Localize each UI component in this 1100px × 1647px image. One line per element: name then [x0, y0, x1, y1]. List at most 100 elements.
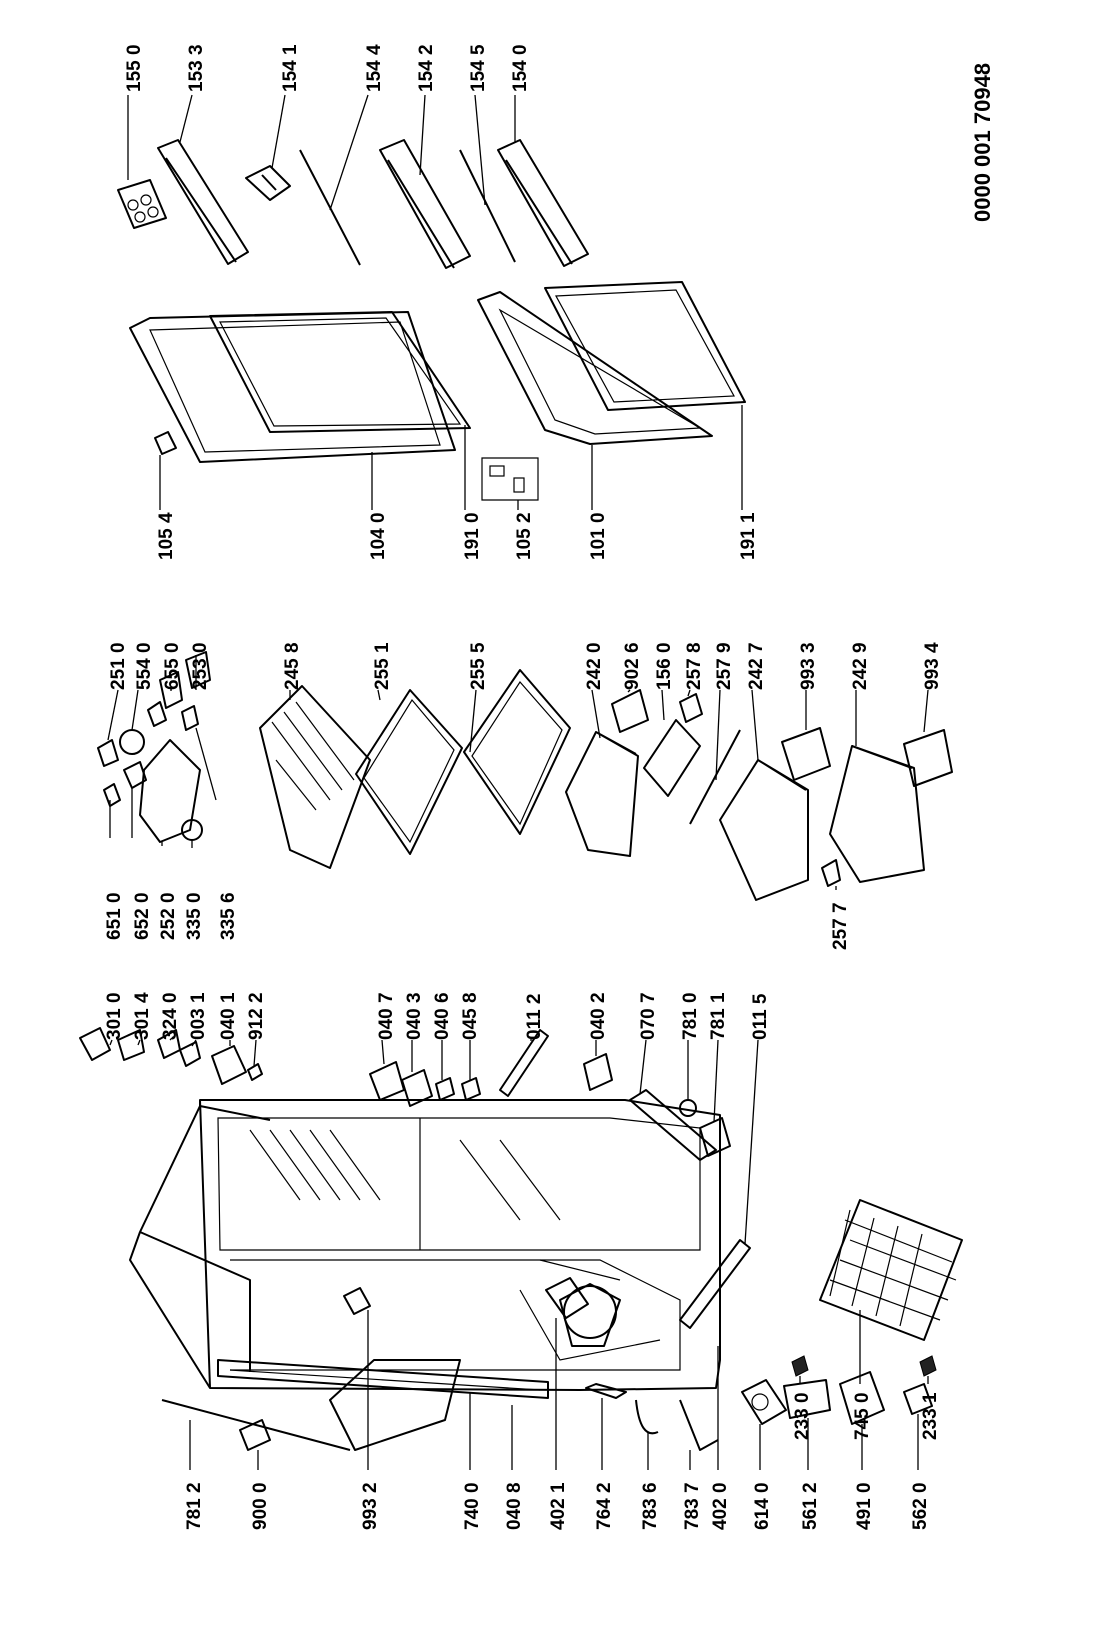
label-040-6: 040 6	[432, 992, 453, 1040]
shelf-rod-154-5	[459, 149, 516, 263]
label-902-6: 902 6	[622, 642, 643, 690]
shelf-rod-154-4	[299, 149, 361, 266]
label-324-0: 324 0	[160, 992, 181, 1040]
label-191-0: 191 0	[462, 512, 483, 560]
switch-cap-253	[185, 651, 211, 689]
glass-shelf-255-5	[463, 669, 571, 835]
crisper-drawer-242-7	[719, 759, 809, 901]
label-101-0: 101 0	[588, 512, 609, 560]
label-561-2: 561 2	[800, 1482, 821, 1530]
label-154-0: 154 0	[510, 44, 531, 92]
label-252-0: 252 0	[158, 892, 179, 940]
light-cover-251	[97, 739, 119, 767]
upper-door	[129, 311, 456, 463]
freezer-box-242-0	[565, 731, 639, 857]
cabinet-body	[129, 1099, 721, 1391]
doors-group	[129, 281, 746, 510]
cabinet-group	[79, 1027, 759, 1451]
hinge-cap	[154, 431, 177, 455]
hinge-301-0	[79, 1027, 111, 1061]
label-040-2: 040 2	[588, 992, 609, 1040]
label-242-0: 242 0	[584, 642, 605, 690]
lower-door	[477, 291, 713, 445]
label-912-2: 912 2	[246, 992, 267, 1040]
label-153-3: 153 3	[186, 44, 207, 92]
label-257-8: 257 8	[684, 642, 705, 690]
label-257-9: 257 9	[714, 642, 735, 690]
label-105-4: 105 4	[156, 512, 177, 560]
shelves-group	[97, 651, 953, 901]
strip-011-2	[499, 1029, 549, 1097]
label-783-6: 783 6	[640, 1482, 661, 1530]
label-402-1: 402 1	[548, 1482, 569, 1530]
label-251-0: 251 0	[108, 642, 129, 690]
bushing-003-1	[179, 1041, 201, 1067]
label-257-7: 257 7	[830, 902, 851, 950]
drain-tube	[161, 1399, 351, 1451]
upper-door-gasket	[209, 311, 471, 433]
compressor-relay-614	[741, 1379, 787, 1425]
hinge-040-7	[369, 1061, 405, 1101]
clip-781-0	[679, 1099, 697, 1117]
label-070-7: 070 7	[638, 992, 659, 1040]
label-562-0: 562 0	[910, 1482, 931, 1530]
protector-561-2	[783, 1379, 831, 1419]
thermostat-sensor	[343, 1287, 371, 1315]
label-255-5: 255 5	[468, 642, 489, 690]
lower-door-gasket	[544, 281, 746, 411]
label-154-2: 154 2	[416, 44, 437, 92]
label-154-1: 154 1	[280, 44, 301, 92]
switch-655	[159, 671, 183, 709]
label-781-1: 781 1	[708, 992, 729, 1040]
pin-045-8	[461, 1077, 481, 1101]
label-993-3: 993 3	[798, 642, 819, 690]
bottle-holder	[245, 165, 291, 201]
label-335-6: 335 6	[218, 892, 239, 940]
tube-783-6	[635, 1399, 659, 1435]
label-105-2: 105 2	[514, 512, 535, 560]
clip-257-7	[821, 859, 841, 887]
door-shelf-153-3	[157, 139, 249, 265]
label-740-0: 740 0	[462, 1482, 483, 1530]
label-245-8: 245 8	[282, 642, 303, 690]
label-764-2: 764 2	[594, 1482, 615, 1530]
label-993-2: 993 2	[360, 1482, 381, 1530]
label-003-1: 003 1	[188, 992, 209, 1040]
strip-301-4	[117, 1029, 145, 1061]
clip-900-0	[239, 1419, 271, 1451]
label-040-8: 040 8	[504, 1482, 525, 1530]
label-491-0: 491 0	[854, 1482, 875, 1530]
label-554-0: 554 0	[134, 642, 155, 690]
label-781-2: 781 2	[184, 1482, 205, 1530]
door-shelf-154-0	[497, 139, 589, 267]
label-781-0: 781 0	[680, 992, 701, 1040]
label-652-0: 652 0	[132, 892, 153, 940]
label-900-0: 900 0	[250, 1482, 271, 1530]
crisper-drawer-242-9	[829, 745, 925, 883]
door-shelf-154-2	[379, 139, 471, 269]
spring-335-6	[181, 705, 199, 731]
label-655-0: 655 0	[162, 642, 183, 690]
thermostat	[123, 761, 147, 789]
condenser-grid-group	[791, 1199, 963, 1384]
hinge-040-3	[401, 1069, 433, 1107]
document-code: 0000 001 70948	[970, 63, 995, 222]
label-242-9: 242 9	[850, 642, 871, 690]
door-parts-group	[117, 94, 589, 269]
label-301-0: 301 0	[104, 992, 125, 1040]
label-154-4: 154 4	[364, 44, 385, 92]
label-011-2: 011 2	[524, 994, 545, 1041]
label-335-0: 335 0	[184, 892, 205, 940]
bottom-parts-group	[161, 1287, 933, 1470]
cover-993-3	[781, 727, 831, 781]
label-104-0: 104 0	[368, 512, 389, 560]
screw-912-2	[247, 1063, 263, 1081]
cover-562-0	[903, 1383, 933, 1415]
wire-shelf	[259, 685, 371, 869]
washer-040-6	[435, 1077, 455, 1101]
ice-tray	[643, 719, 701, 797]
label-040-7: 040 7	[376, 992, 397, 1040]
label-191-1: 191 1	[738, 512, 759, 560]
hinge-040-1	[211, 1045, 247, 1085]
